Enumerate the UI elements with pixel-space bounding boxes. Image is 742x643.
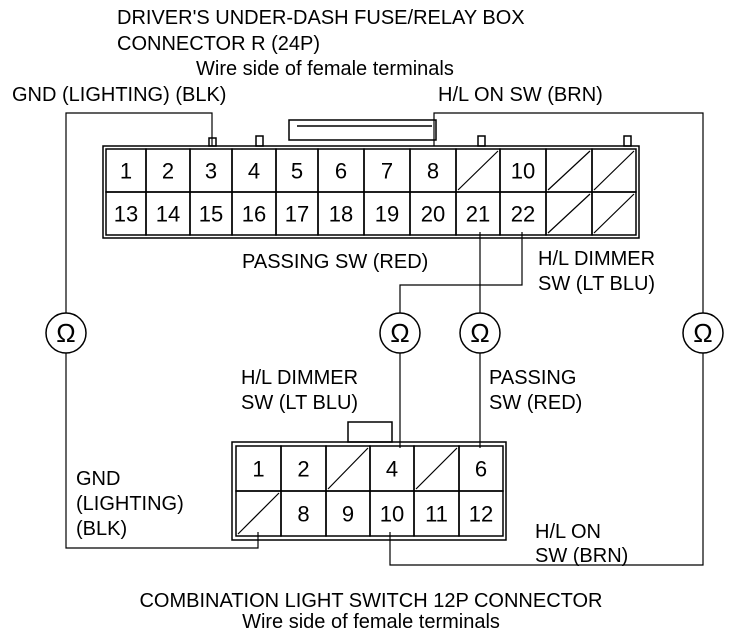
- wires: [65, 112, 704, 566]
- bottom-connector-terminal-2: 2: [297, 457, 309, 482]
- ohm-symbol-icon: Ω: [56, 318, 75, 348]
- bottom-connector-terminal-1: 1: [252, 457, 264, 482]
- top-connector-small-tab: [623, 135, 632, 147]
- ohm-symbol-icon: Ω: [390, 318, 409, 348]
- bottom-connector-housing: [231, 441, 507, 541]
- hl-on-bottom-label-2: SW (BRN): [535, 545, 628, 567]
- top-connector-housing: [102, 145, 640, 239]
- bottom-connector: [231, 421, 507, 541]
- gnd-bottom-label-1: GND: [76, 468, 120, 490]
- top-connector-terminal-13: 13: [114, 202, 138, 227]
- ohmmeter-gnd: [45, 312, 87, 354]
- top-connector-terminal-10: 10: [511, 159, 535, 184]
- top-connector-cell: [591, 191, 637, 236]
- bottom-connector-terminal-8: 8: [297, 502, 309, 527]
- wire-hl-on-top: [433, 112, 704, 313]
- top-connector-terminal-17: 17: [285, 202, 309, 227]
- top-connector-subtitle: Wire side of female terminals: [196, 58, 454, 80]
- bottom-connector-title: COMBINATION LIGHT SWITCH 12P CONNECTOR: [139, 590, 602, 612]
- top-connector-terminal-15: 15: [199, 202, 223, 227]
- top-connector-terminal-8: 8: [427, 159, 439, 184]
- top-connector: [102, 119, 640, 239]
- bottom-connector-terminal-4: 4: [386, 457, 398, 482]
- bottom-connector-terminal-11: 11: [425, 502, 448, 527]
- gnd-bottom-label-2: (LIGHTING): [76, 493, 184, 515]
- ohm-symbol-icon: Ω: [470, 318, 489, 348]
- bottom-connector-cell: [458, 490, 504, 537]
- hl-on-bottom-label-1: H/L ON: [535, 521, 601, 543]
- bottom-connector-lock-tab: [347, 421, 393, 443]
- passing-top-label: PASSING SW (RED): [242, 251, 428, 273]
- bottom-connector-terminal-12: 12: [469, 502, 493, 527]
- top-connector-terminal-2: 2: [162, 159, 174, 184]
- bottom-connector-terminal-6: 6: [475, 457, 487, 482]
- top-connector-unused-cavity: [593, 193, 635, 234]
- hl-dimmer-bottom-label-2: SW (LT BLU): [241, 392, 358, 414]
- bottom-connector-unused-cavity: [327, 447, 369, 490]
- top-connector-small-tab: [255, 135, 264, 147]
- bottom-connector-terminal-9: 9: [342, 502, 354, 527]
- hl-dimmer-bottom-label-1: H/L DIMMER: [241, 367, 358, 389]
- passing-bottom-label-1: PASSING: [489, 367, 576, 389]
- top-connector-terminal-14: 14: [156, 202, 180, 227]
- bottom-connector-unused-cavity: [237, 492, 280, 535]
- bottom-connector-unused-cavity: [415, 447, 458, 490]
- top-connector-terminal-3: 3: [205, 159, 217, 184]
- top-connector-terminal-7: 7: [381, 159, 393, 184]
- top-connector-terminal-1: 1: [120, 159, 132, 184]
- ohm-symbol-icon: Ω: [693, 318, 712, 348]
- top-connector-grid: 1 2 3 4 5 6 7 8 10 13 14 15 16 17 18 19 20 21 22: [105, 148, 637, 236]
- ohmmeter-passing: [459, 312, 501, 354]
- top-connector-terminal-16: 16: [242, 202, 266, 227]
- ohmmeter-hl-dimmer: [379, 312, 421, 354]
- top-connector-lock-tab: [288, 119, 437, 141]
- ohmmeter-hl-on: [682, 312, 724, 354]
- wire-gnd-bottom: [65, 353, 259, 549]
- top-connector-unused-cavity: [547, 150, 591, 191]
- hl-on-top-label: H/L ON SW (BRN): [438, 84, 603, 106]
- bottom-connector-subtitle: Wire side of female terminals: [242, 611, 500, 633]
- hl-dimmer-top-label-1: H/L DIMMER: [538, 248, 655, 270]
- top-connector-terminal-6: 6: [335, 159, 347, 184]
- top-connector-small-tab: [477, 135, 486, 147]
- wire-hl-dimmer-top: [399, 232, 523, 313]
- top-connector-terminal-4: 4: [248, 159, 260, 184]
- top-connector-title-line1: DRIVER'S UNDER-DASH FUSE/RELAY BOX: [117, 7, 525, 29]
- passing-bottom-label-2: SW (RED): [489, 392, 582, 414]
- top-connector-terminal-21: 21: [466, 202, 490, 227]
- bottom-connector-terminal-10: 10: [380, 502, 404, 527]
- top-connector-terminal-5: 5: [291, 159, 303, 184]
- wire-gnd-top: [65, 112, 213, 313]
- top-connector-unused-cavity: [457, 150, 499, 191]
- gnd-top-label: GND (LIGHTING) (BLK): [12, 84, 226, 106]
- top-connector-unused-cavity: [547, 193, 591, 234]
- hl-dimmer-top-label-2: SW (LT BLU): [538, 273, 655, 295]
- top-connector-terminal-22: 22: [511, 202, 535, 227]
- top-connector-terminal-18: 18: [329, 202, 353, 227]
- top-connector-title-line2: CONNECTOR R (24P): [117, 33, 320, 55]
- wire-hl-on-bottom: [389, 353, 704, 566]
- top-connector-terminal-19: 19: [375, 202, 399, 227]
- top-connector-terminal-20: 20: [421, 202, 445, 227]
- top-connector-unused-cavity: [593, 150, 635, 191]
- gnd-bottom-label-3: (BLK): [76, 518, 127, 540]
